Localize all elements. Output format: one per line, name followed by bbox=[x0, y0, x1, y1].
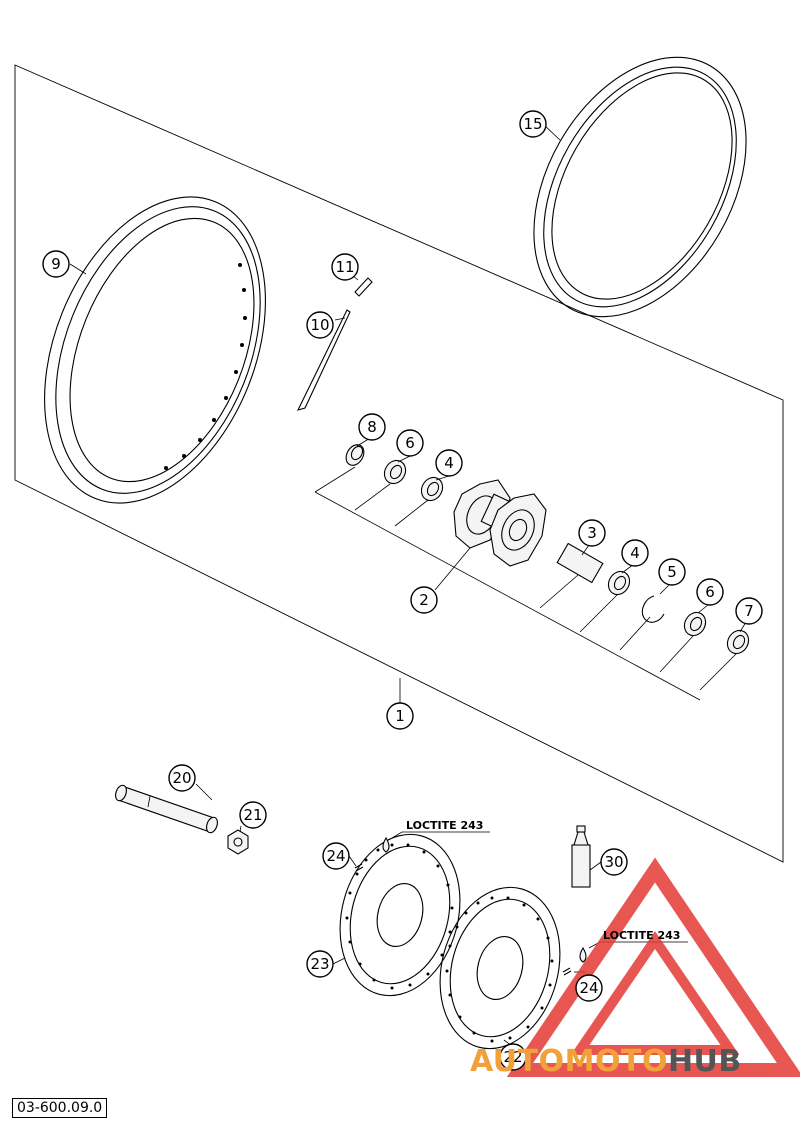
hub-drawing bbox=[453, 479, 547, 567]
spoke-drawing bbox=[296, 277, 373, 411]
wheel-assembly-frame bbox=[14, 64, 784, 863]
callout-5: 5 bbox=[658, 558, 686, 586]
callout-21-label: 21 bbox=[243, 806, 262, 824]
callout-5-label: 5 bbox=[667, 563, 677, 581]
callout-15-label: 15 bbox=[523, 115, 542, 133]
hub-leader-lines bbox=[314, 436, 747, 704]
loctite-note-right: LOCTITE 243 bbox=[603, 929, 680, 942]
callout-8: 8 bbox=[358, 413, 386, 441]
watermark-text-part-b: HUB bbox=[667, 1044, 742, 1079]
callout-22-label: 22 bbox=[503, 1048, 522, 1066]
callout-6-left-label: 6 bbox=[405, 434, 415, 452]
watermark-text-part-a: AUTOMOTO bbox=[470, 1044, 668, 1079]
callout-1-label: 1 bbox=[395, 707, 405, 725]
callout-4-left: 4 bbox=[435, 449, 463, 477]
callout-2: 2 bbox=[410, 586, 438, 614]
callout-22: 22 bbox=[499, 1043, 527, 1071]
loctite-note-left: LOCTITE 243 bbox=[406, 819, 483, 832]
callout-6-right: 6 bbox=[696, 578, 724, 606]
tire-drawing bbox=[533, 56, 747, 318]
brake-disc-22-drawing bbox=[439, 886, 561, 1050]
callout-24-right: 24 bbox=[575, 974, 603, 1002]
callout-21: 21 bbox=[239, 801, 267, 829]
callout-11-label: 11 bbox=[335, 258, 354, 276]
callout-2-label: 2 bbox=[419, 591, 429, 609]
loctite-bottle-drawing bbox=[571, 825, 591, 888]
watermark-text: AUTOMOTOHUB bbox=[470, 1044, 742, 1079]
callout-7: 7 bbox=[735, 597, 763, 625]
rim-drawing bbox=[44, 196, 266, 504]
callout-20: 20 bbox=[168, 764, 196, 792]
callout-8-label: 8 bbox=[367, 418, 377, 436]
axle-nut-drawing bbox=[227, 829, 249, 855]
callout-1: 1 bbox=[386, 702, 414, 730]
callout-10: 10 bbox=[306, 311, 334, 339]
callout-6-left: 6 bbox=[396, 429, 424, 457]
callout-23: 23 bbox=[306, 950, 334, 978]
callout-30-label: 30 bbox=[604, 853, 623, 871]
callout-4-right-label: 4 bbox=[630, 544, 640, 562]
watermark-logo bbox=[506, 857, 800, 1077]
callout-24-left: 24 bbox=[322, 842, 350, 870]
disc-screw-left-drawing bbox=[354, 831, 490, 872]
callout-24-left-label: 24 bbox=[326, 847, 345, 865]
callout-20-label: 20 bbox=[172, 769, 191, 787]
callout-30: 30 bbox=[600, 848, 628, 876]
axle-drawing bbox=[115, 784, 218, 834]
bearings-left-drawing bbox=[345, 444, 444, 502]
callout-10-label: 10 bbox=[310, 316, 329, 334]
callout-7-label: 7 bbox=[744, 602, 754, 620]
callout-9: 9 bbox=[42, 250, 70, 278]
callout-3: 3 bbox=[578, 519, 606, 547]
callout-15: 15 bbox=[519, 110, 547, 138]
callout-4-right: 4 bbox=[621, 539, 649, 567]
callout-11: 11 bbox=[331, 253, 359, 281]
callout-6-right-label: 6 bbox=[705, 583, 715, 601]
callout-23-label: 23 bbox=[310, 955, 329, 973]
brake-disc-23-drawing bbox=[339, 833, 461, 997]
callout-9-label: 9 bbox=[51, 255, 61, 273]
bearings-right-drawing bbox=[556, 542, 750, 655]
callout-4-left-label: 4 bbox=[444, 454, 454, 472]
callout-3-label: 3 bbox=[587, 524, 597, 542]
callout-24-right-label: 24 bbox=[579, 979, 598, 997]
drawing-number: 03-600.09.0 bbox=[12, 1098, 108, 1118]
